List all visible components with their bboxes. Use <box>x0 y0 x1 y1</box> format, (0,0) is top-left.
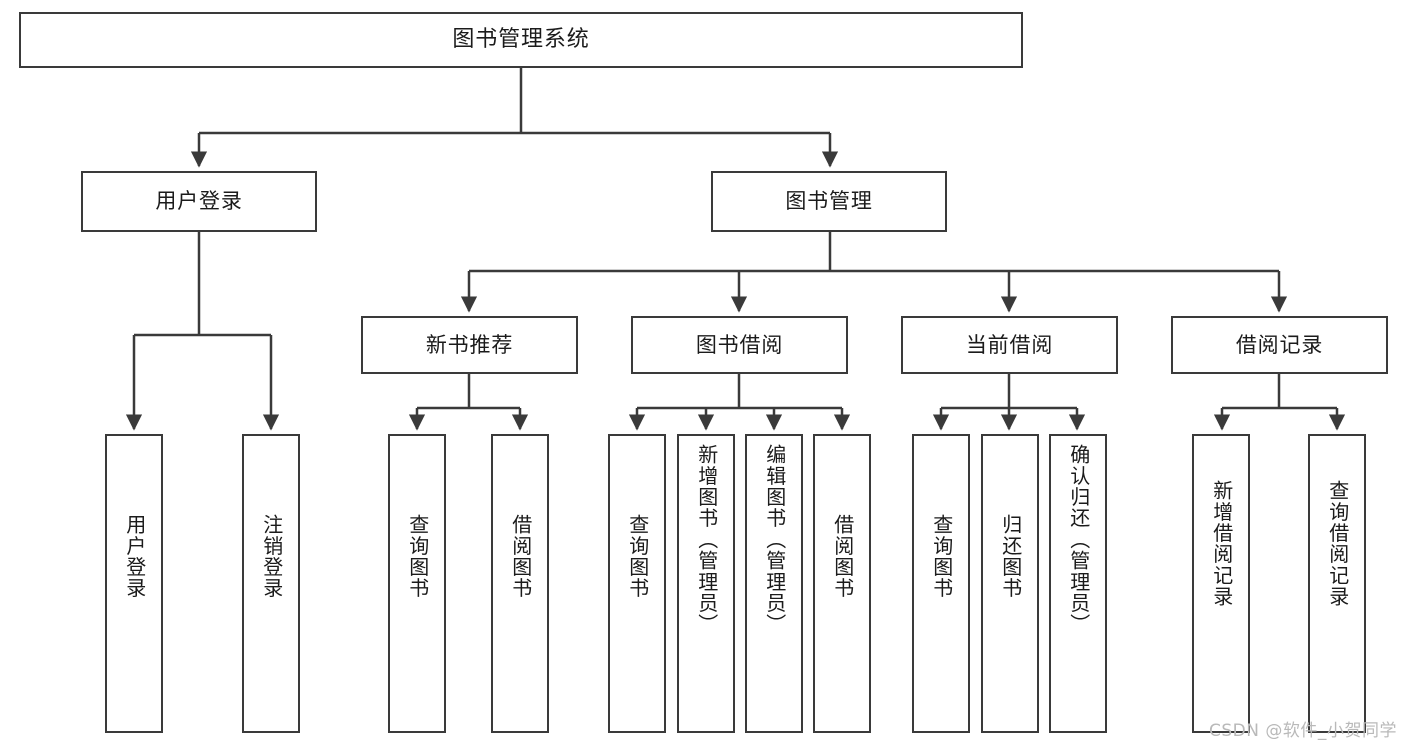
leaf-query-book-current[interactable]: 查询图书 <box>912 434 970 733</box>
node-book-management[interactable]: 图书管理 <box>711 171 947 232</box>
leaf-return-book[interactable]: 归还图书 <box>981 434 1039 733</box>
leaf-edit-book-admin[interactable]: 编辑图书（管理员） <box>745 434 803 733</box>
leaf-add-borrow-record[interactable]: 新增借阅记录 <box>1192 434 1250 733</box>
watermark-text: CSDN @软件_小贺同学 <box>1208 721 1397 741</box>
node-label: 用户登录 <box>122 514 147 599</box>
leaf-query-book-borrow[interactable]: 查询图书 <box>608 434 666 733</box>
node-label: 新书推荐 <box>425 332 514 357</box>
node-label: 归还图书 <box>998 514 1023 599</box>
node-label: 查询图书 <box>625 514 650 599</box>
node-label: 查询图书 <box>405 514 430 599</box>
node-label: 用户登录 <box>155 189 243 213</box>
leaf-add-book-admin[interactable]: 新增图书（管理员） <box>677 434 735 733</box>
node-label: 新增图书（管理员） <box>694 444 719 635</box>
node-label: 借阅图书 <box>508 514 533 599</box>
node-root-library-management-system[interactable]: 图书管理系统 <box>19 12 1023 68</box>
node-label: 当前借阅 <box>965 332 1054 357</box>
node-label: 查询图书 <box>929 514 954 599</box>
leaf-user-login[interactable]: 用户登录 <box>105 434 163 733</box>
node-label: 借阅图书 <box>830 514 855 599</box>
node-user-login[interactable]: 用户登录 <box>81 171 317 232</box>
node-label: 确认归还（管理员） <box>1066 444 1091 635</box>
node-label: 图书借阅 <box>695 332 784 357</box>
leaf-query-borrow-record[interactable]: 查询借阅记录 <box>1308 434 1366 733</box>
node-label: 图书管理系统 <box>452 27 590 52</box>
node-label: 注销登录 <box>259 514 284 599</box>
leaf-query-book-new[interactable]: 查询图书 <box>388 434 446 733</box>
node-current-borrowing[interactable]: 当前借阅 <box>901 316 1118 374</box>
leaf-logout[interactable]: 注销登录 <box>242 434 300 733</box>
node-label: 图书管理 <box>785 189 873 213</box>
leaf-borrow-book[interactable]: 借阅图书 <box>813 434 871 733</box>
leaf-borrow-book-new[interactable]: 借阅图书 <box>491 434 549 733</box>
node-book-borrowing[interactable]: 图书借阅 <box>631 316 848 374</box>
node-new-book-recommendation[interactable]: 新书推荐 <box>361 316 578 374</box>
node-label: 新增借阅记录 <box>1209 480 1234 608</box>
node-label: 查询借阅记录 <box>1325 480 1350 608</box>
node-label: 编辑图书（管理员） <box>762 444 787 635</box>
node-label: 借阅记录 <box>1235 332 1324 357</box>
node-borrowing-record[interactable]: 借阅记录 <box>1171 316 1388 374</box>
leaf-confirm-return-admin[interactable]: 确认归还（管理员） <box>1049 434 1107 733</box>
